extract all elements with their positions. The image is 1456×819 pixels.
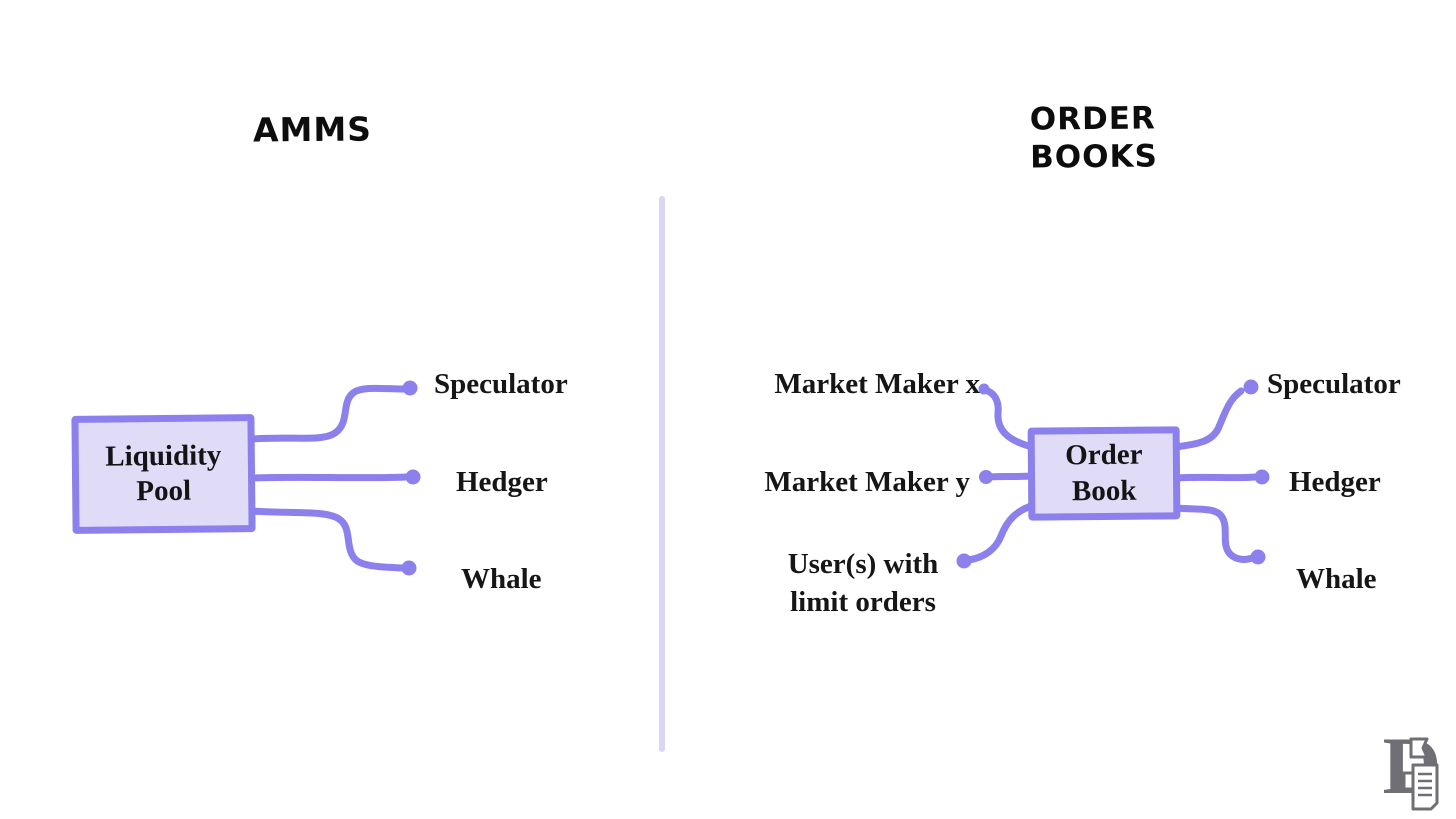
connector-mmx-book (981, 386, 1036, 451)
connector-book-whale (1172, 504, 1256, 563)
endpoint-dot (405, 469, 421, 485)
label-market-maker-x: Market Maker x (774, 368, 980, 400)
label-ob-speculator: Speculator (1267, 368, 1401, 400)
order-book-node: Order Book (1027, 426, 1181, 521)
connector-book-speculator (1172, 387, 1245, 451)
endpoint-dot (1243, 379, 1259, 395)
endpoint-dot (956, 553, 972, 569)
endpoint-dot (401, 560, 417, 576)
connector-pool-whale (248, 507, 406, 572)
endpoint-dot (1250, 549, 1266, 565)
label-ob-whale: Whale (1296, 563, 1377, 595)
endpoint-dot (402, 380, 418, 396)
monogram-d-scroll-icon: D (1384, 731, 1441, 811)
endpoint-dot (1254, 469, 1270, 485)
label-market-maker-y: Market Maker y (764, 466, 970, 498)
panel-divider (659, 196, 665, 752)
label-amm-speculator: Speculator (434, 368, 568, 400)
endpoint-dot (978, 383, 990, 395)
connector-book-hedger (1172, 473, 1259, 482)
connector-pool-speculator (248, 384, 407, 443)
label-users-limit-orders: User(s) with limit orders (787, 548, 939, 619)
endpoint-dot (979, 470, 993, 484)
label-amm-hedger: Hedger (456, 466, 548, 498)
connector-pool-hedger (248, 473, 410, 482)
liquidity-pool-node: Liquidity Pool (71, 414, 256, 534)
label-ob-hedger: Hedger (1289, 466, 1381, 498)
connector-users-book (964, 501, 1038, 564)
label-amm-whale: Whale (461, 563, 542, 595)
